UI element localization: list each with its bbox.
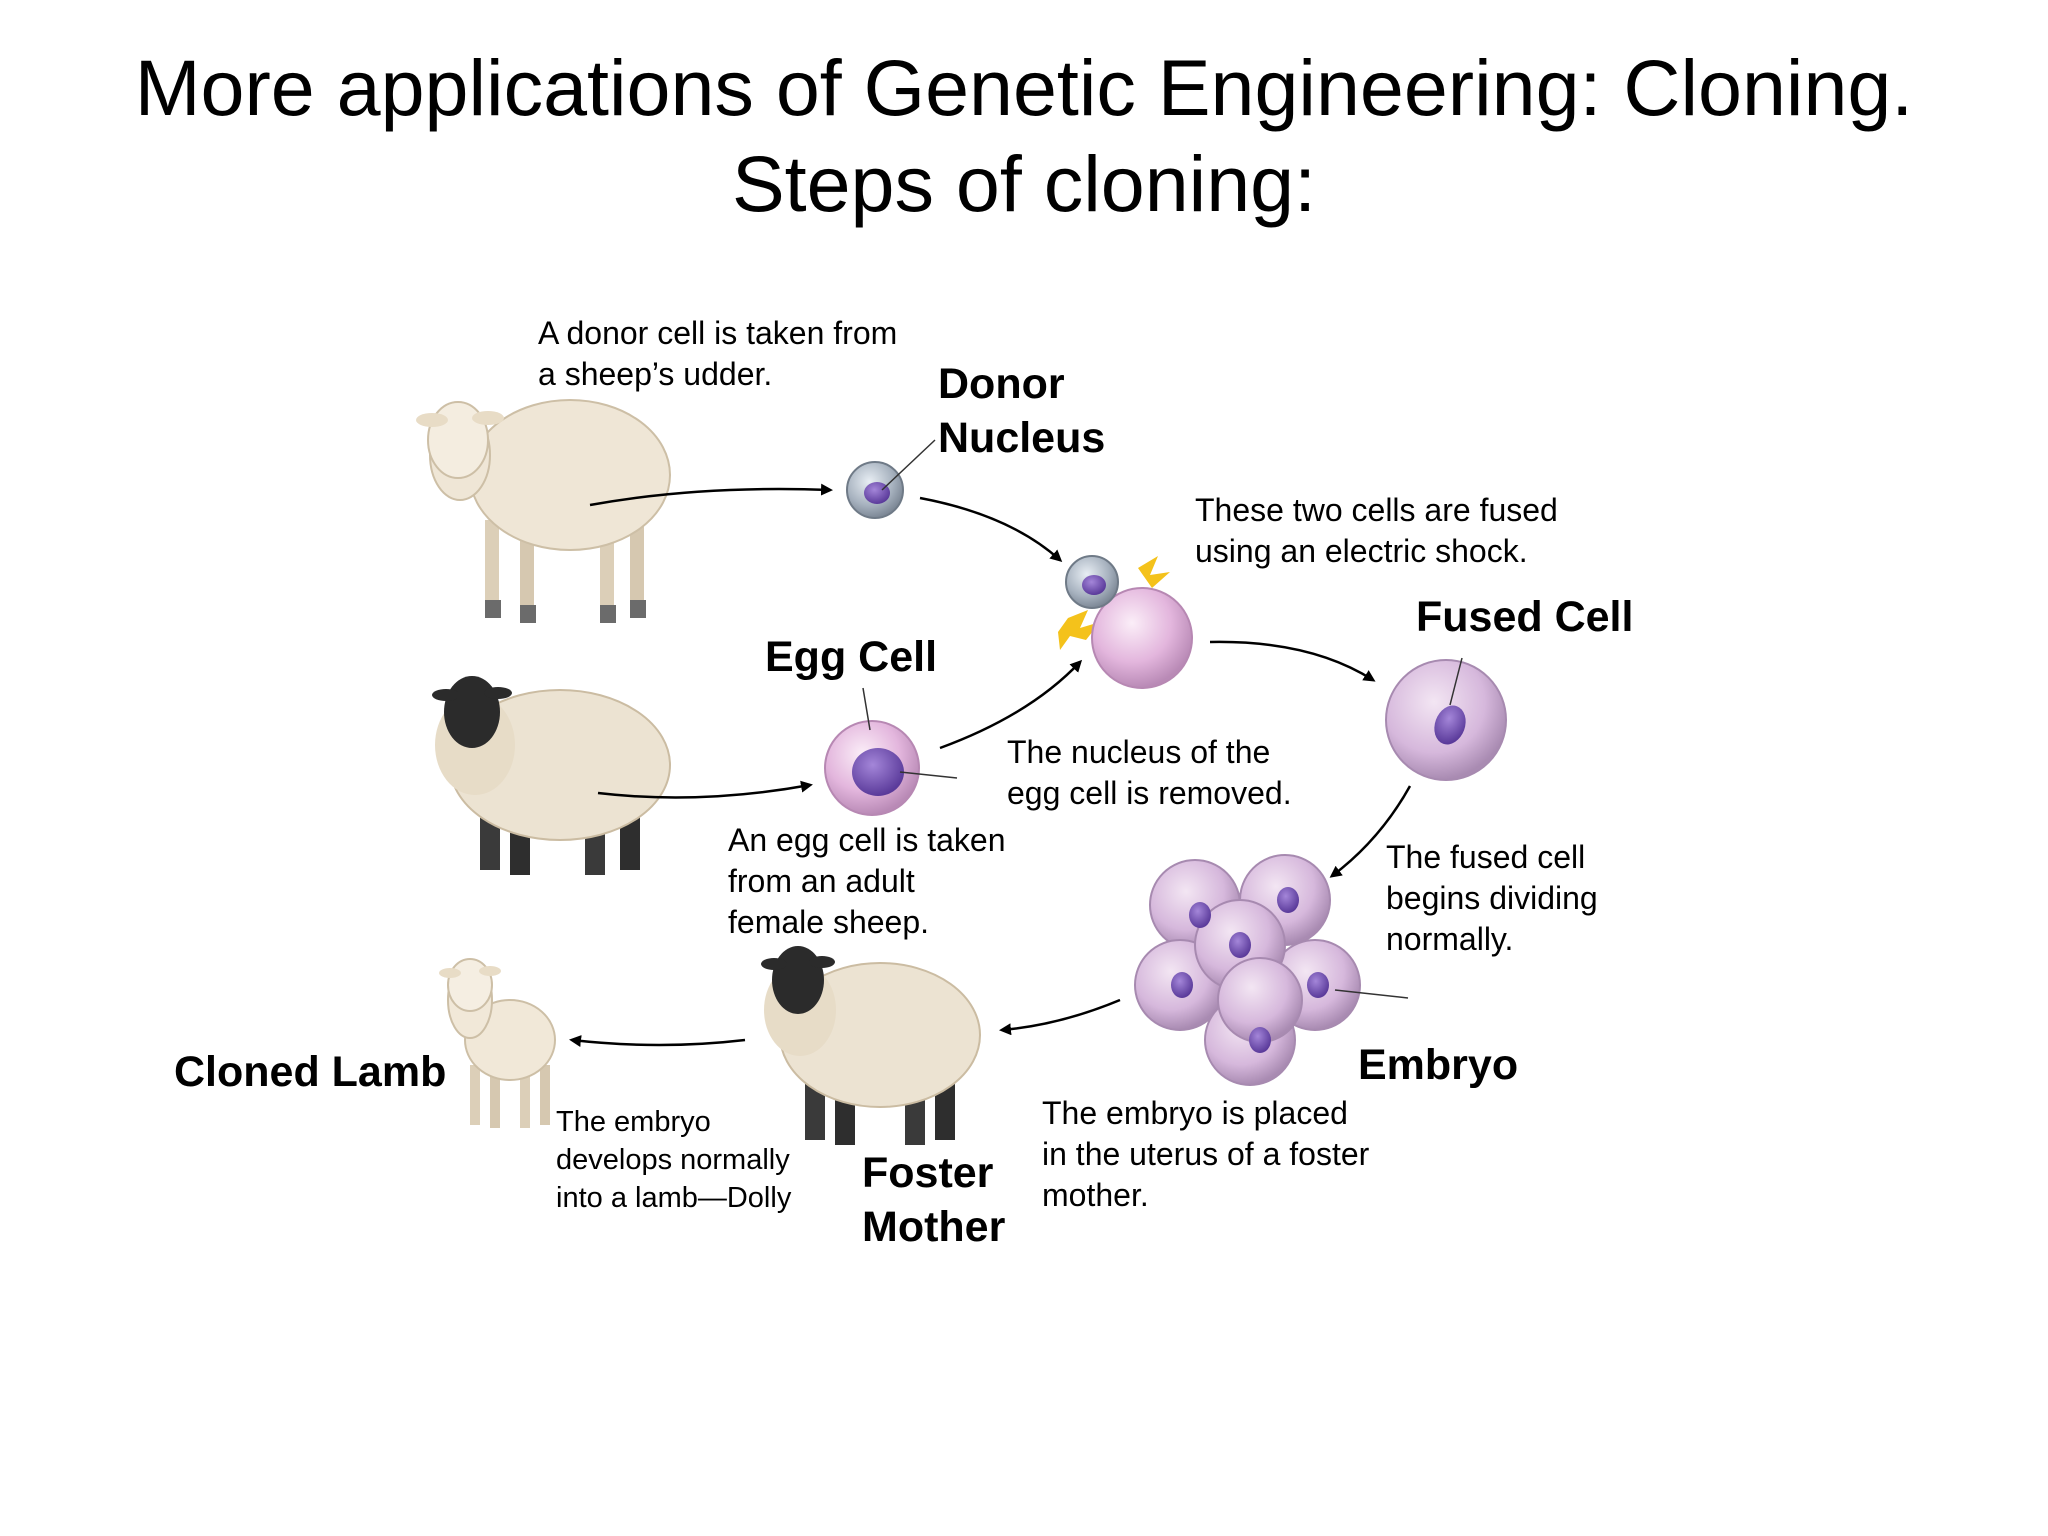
- label-foster-mother-line-1: Foster: [862, 1149, 994, 1197]
- note-develops-line-3: into a lamb—Dolly: [556, 1182, 792, 1214]
- note-egg-taken: An egg cell is taken from an adult femal…: [728, 820, 1006, 943]
- fused-cell: [1385, 659, 1507, 781]
- arrow-donor-to-fusion: [919, 496, 1063, 563]
- note-egg-taken-line-1: An egg cell is taken: [728, 822, 1006, 858]
- note-dividing: The fused cell begins dividing normally.: [1386, 837, 1598, 960]
- arrow-egg-to-fusion: [939, 659, 1083, 750]
- arrow-sheep-to-egg: [597, 780, 813, 799]
- foster-mother-sheep: [761, 946, 981, 1145]
- note-dividing-line-1: The fused cell: [1386, 839, 1586, 875]
- embryo-cluster: [1134, 854, 1361, 1086]
- slide-title: More applications of Genetic Engineering…: [0, 40, 2048, 232]
- cloned-lamb: [439, 958, 556, 1128]
- donor-cell: [846, 461, 904, 519]
- note-nucleus-removed-line-2: egg cell is removed.: [1007, 775, 1292, 811]
- egg-cell: [824, 720, 920, 816]
- egg-donor-sheep: [432, 676, 671, 875]
- arrow-fused-to-embryo: [1329, 785, 1412, 878]
- arrow-embryo-to-foster: [999, 998, 1121, 1036]
- arrow-foster-to-lamb: [569, 1035, 746, 1047]
- arrow-fusion-to-fused: [1209, 640, 1376, 682]
- note-dividing-line-2: begins dividing: [1386, 880, 1598, 916]
- note-fused-line-1: These two cells are fused: [1195, 492, 1558, 528]
- note-fused: These two cells are fused using an elect…: [1195, 490, 1558, 572]
- note-nucleus-removed-line-1: The nucleus of the: [1007, 734, 1271, 770]
- egg-cell-pointer: [862, 687, 871, 731]
- note-develops-line-2: develops normally: [556, 1144, 790, 1176]
- fused-cell-pointer: [1449, 657, 1463, 706]
- label-egg-cell: Egg Cell: [765, 633, 938, 681]
- label-embryo: Embryo: [1358, 1041, 1519, 1089]
- note-donor-cell-line-2: a sheep’s udder.: [538, 356, 773, 392]
- fusion-cells: [1058, 555, 1193, 689]
- label-donor-nucleus-line-2: Nucleus: [938, 414, 1106, 462]
- note-placed: The embryo is placed in the uterus of a …: [1042, 1093, 1369, 1216]
- note-develops: The embryo develops normally into a lamb…: [556, 1103, 791, 1217]
- note-dividing-line-3: normally.: [1386, 921, 1514, 957]
- note-develops-line-1: The embryo: [556, 1106, 711, 1138]
- note-placed-line-1: The embryo is placed: [1042, 1095, 1348, 1131]
- title-line-1: More applications of Genetic Engineering…: [134, 43, 1914, 132]
- title-line-2: Steps of cloning:: [731, 139, 1317, 228]
- note-egg-taken-line-3: female sheep.: [728, 904, 930, 940]
- embryo-pointer: [1334, 989, 1409, 999]
- note-egg-taken-line-2: from an adult: [728, 863, 915, 899]
- note-donor-cell-line-1: A donor cell is taken from: [538, 315, 898, 351]
- arrow-donor-to-cell: [589, 483, 833, 507]
- donor-sheep: [416, 399, 671, 623]
- egg-nucleus-pointer: [899, 771, 958, 779]
- label-foster-mother-line-2: Mother: [862, 1203, 1006, 1251]
- label-cloned-lamb: Cloned Lamb: [174, 1048, 447, 1096]
- label-donor-nucleus: Donor Nucleus: [938, 357, 1105, 465]
- note-placed-line-2: in the uterus of a foster: [1042, 1136, 1370, 1172]
- label-donor-nucleus-line-1: Donor: [938, 360, 1065, 408]
- note-fused-line-2: using an electric shock.: [1195, 533, 1528, 569]
- note-nucleus-removed: The nucleus of the egg cell is removed.: [1007, 732, 1292, 814]
- note-donor-cell: A donor cell is taken from a sheep’s udd…: [538, 313, 897, 395]
- label-fused-cell: Fused Cell: [1416, 593, 1634, 641]
- label-foster-mother: Foster Mother: [862, 1146, 1005, 1254]
- note-placed-line-3: mother.: [1042, 1177, 1149, 1213]
- donor-nucleus-pointer: [881, 439, 936, 491]
